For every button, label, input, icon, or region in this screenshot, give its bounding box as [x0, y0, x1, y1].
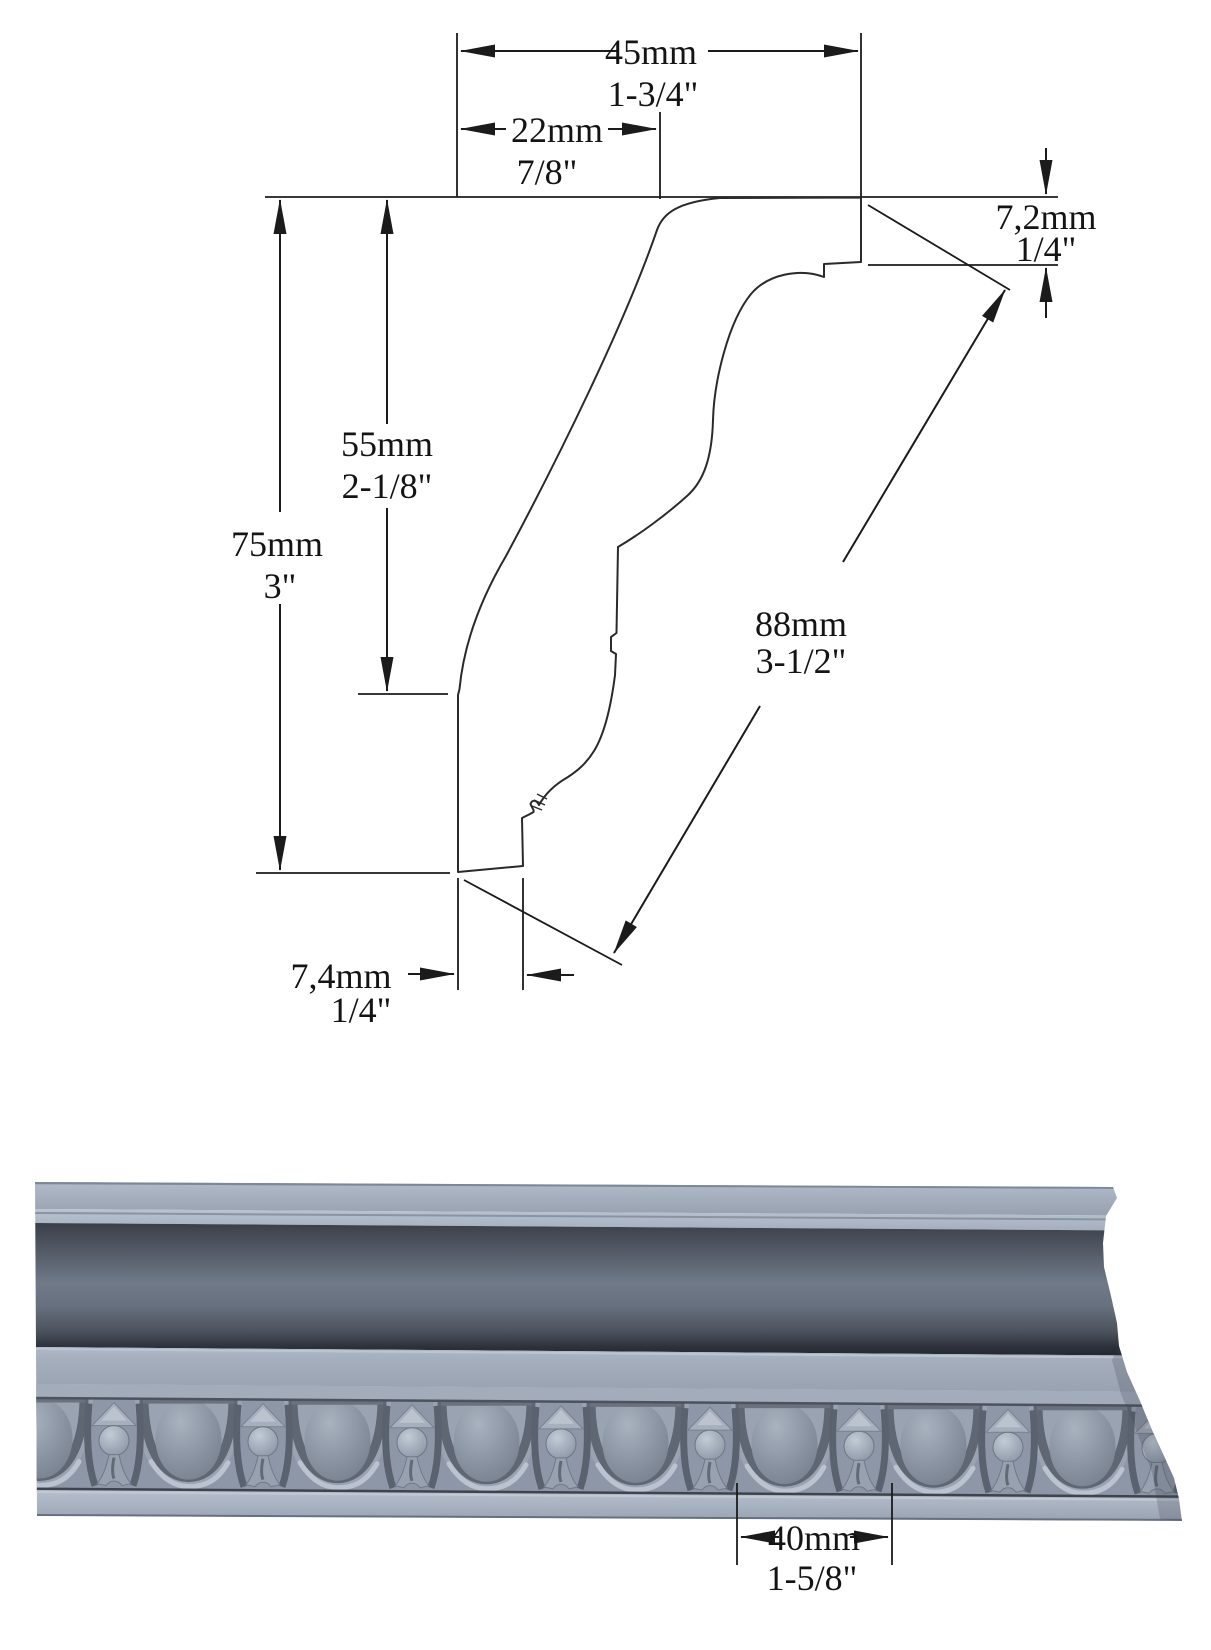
molding-profile-outline — [457, 196, 862, 873]
dim-bottom-depth-mm: 7,4mm — [290, 956, 391, 996]
dim-face-diagonal-in: 3-1/2" — [756, 641, 847, 681]
render-cove-band — [35, 1223, 1182, 1356]
ext-diag-top — [867, 204, 1011, 291]
dim-inner-height-in: 2-1/8" — [342, 466, 433, 506]
dim-top-width-in: 1-3/4" — [608, 74, 699, 114]
leaf-hatching — [531, 793, 548, 811]
dim-pattern-repeat-mm: 40mm — [768, 1518, 860, 1558]
molding-render — [35, 1182, 1182, 1521]
dim-right-step-mm: 7,2mm — [995, 197, 1096, 237]
dim-inner-height-mm: 55mm — [341, 424, 433, 464]
broken-edge-shading — [1112, 1346, 1182, 1521]
dim-total-height-mm: 75mm — [231, 524, 323, 564]
dim-face-diagonal-mm: 88mm — [755, 604, 847, 644]
dim-total-height-in: 3" — [264, 566, 297, 606]
dim-bottom-depth: 7,4mm 1/4" — [290, 956, 574, 1030]
egg-band-ledge — [35, 1384, 1182, 1406]
dim-pattern-repeat: 40mm 1-5/8" — [736, 1483, 893, 1598]
profile-drawing: 45mm 1-3/4" 22mm 7/8" 7,2mm 1/4" 55mm 2-… — [231, 32, 1097, 1030]
dim-right-step-in: 1/4" — [1016, 229, 1077, 269]
dim-top-width-mm: 45mm — [605, 32, 697, 72]
dim-bottom-depth-in: 1/4" — [331, 990, 392, 1030]
ext-diag-bottom — [463, 879, 623, 966]
render-top-band — [35, 1182, 1182, 1216]
render-fascia-band — [35, 1347, 1182, 1392]
dim-upper-width-in: 7/8" — [517, 152, 578, 192]
dim-upper-width: 22mm 7/8" — [460, 110, 657, 192]
dim-right-step: 7,2mm 1/4" — [995, 148, 1097, 318]
dim-pattern-repeat-in: 1-5/8" — [767, 1558, 858, 1598]
dim-total-height: 75mm 3" — [231, 199, 323, 871]
dim-face-diagonal: 88mm 3-1/2" — [613, 289, 1006, 954]
dim-top-width: 45mm 1-3/4" — [460, 32, 859, 114]
dim-upper-width-mm: 22mm — [511, 110, 603, 150]
dim-inner-height: 55mm 2-1/8" — [341, 199, 433, 692]
